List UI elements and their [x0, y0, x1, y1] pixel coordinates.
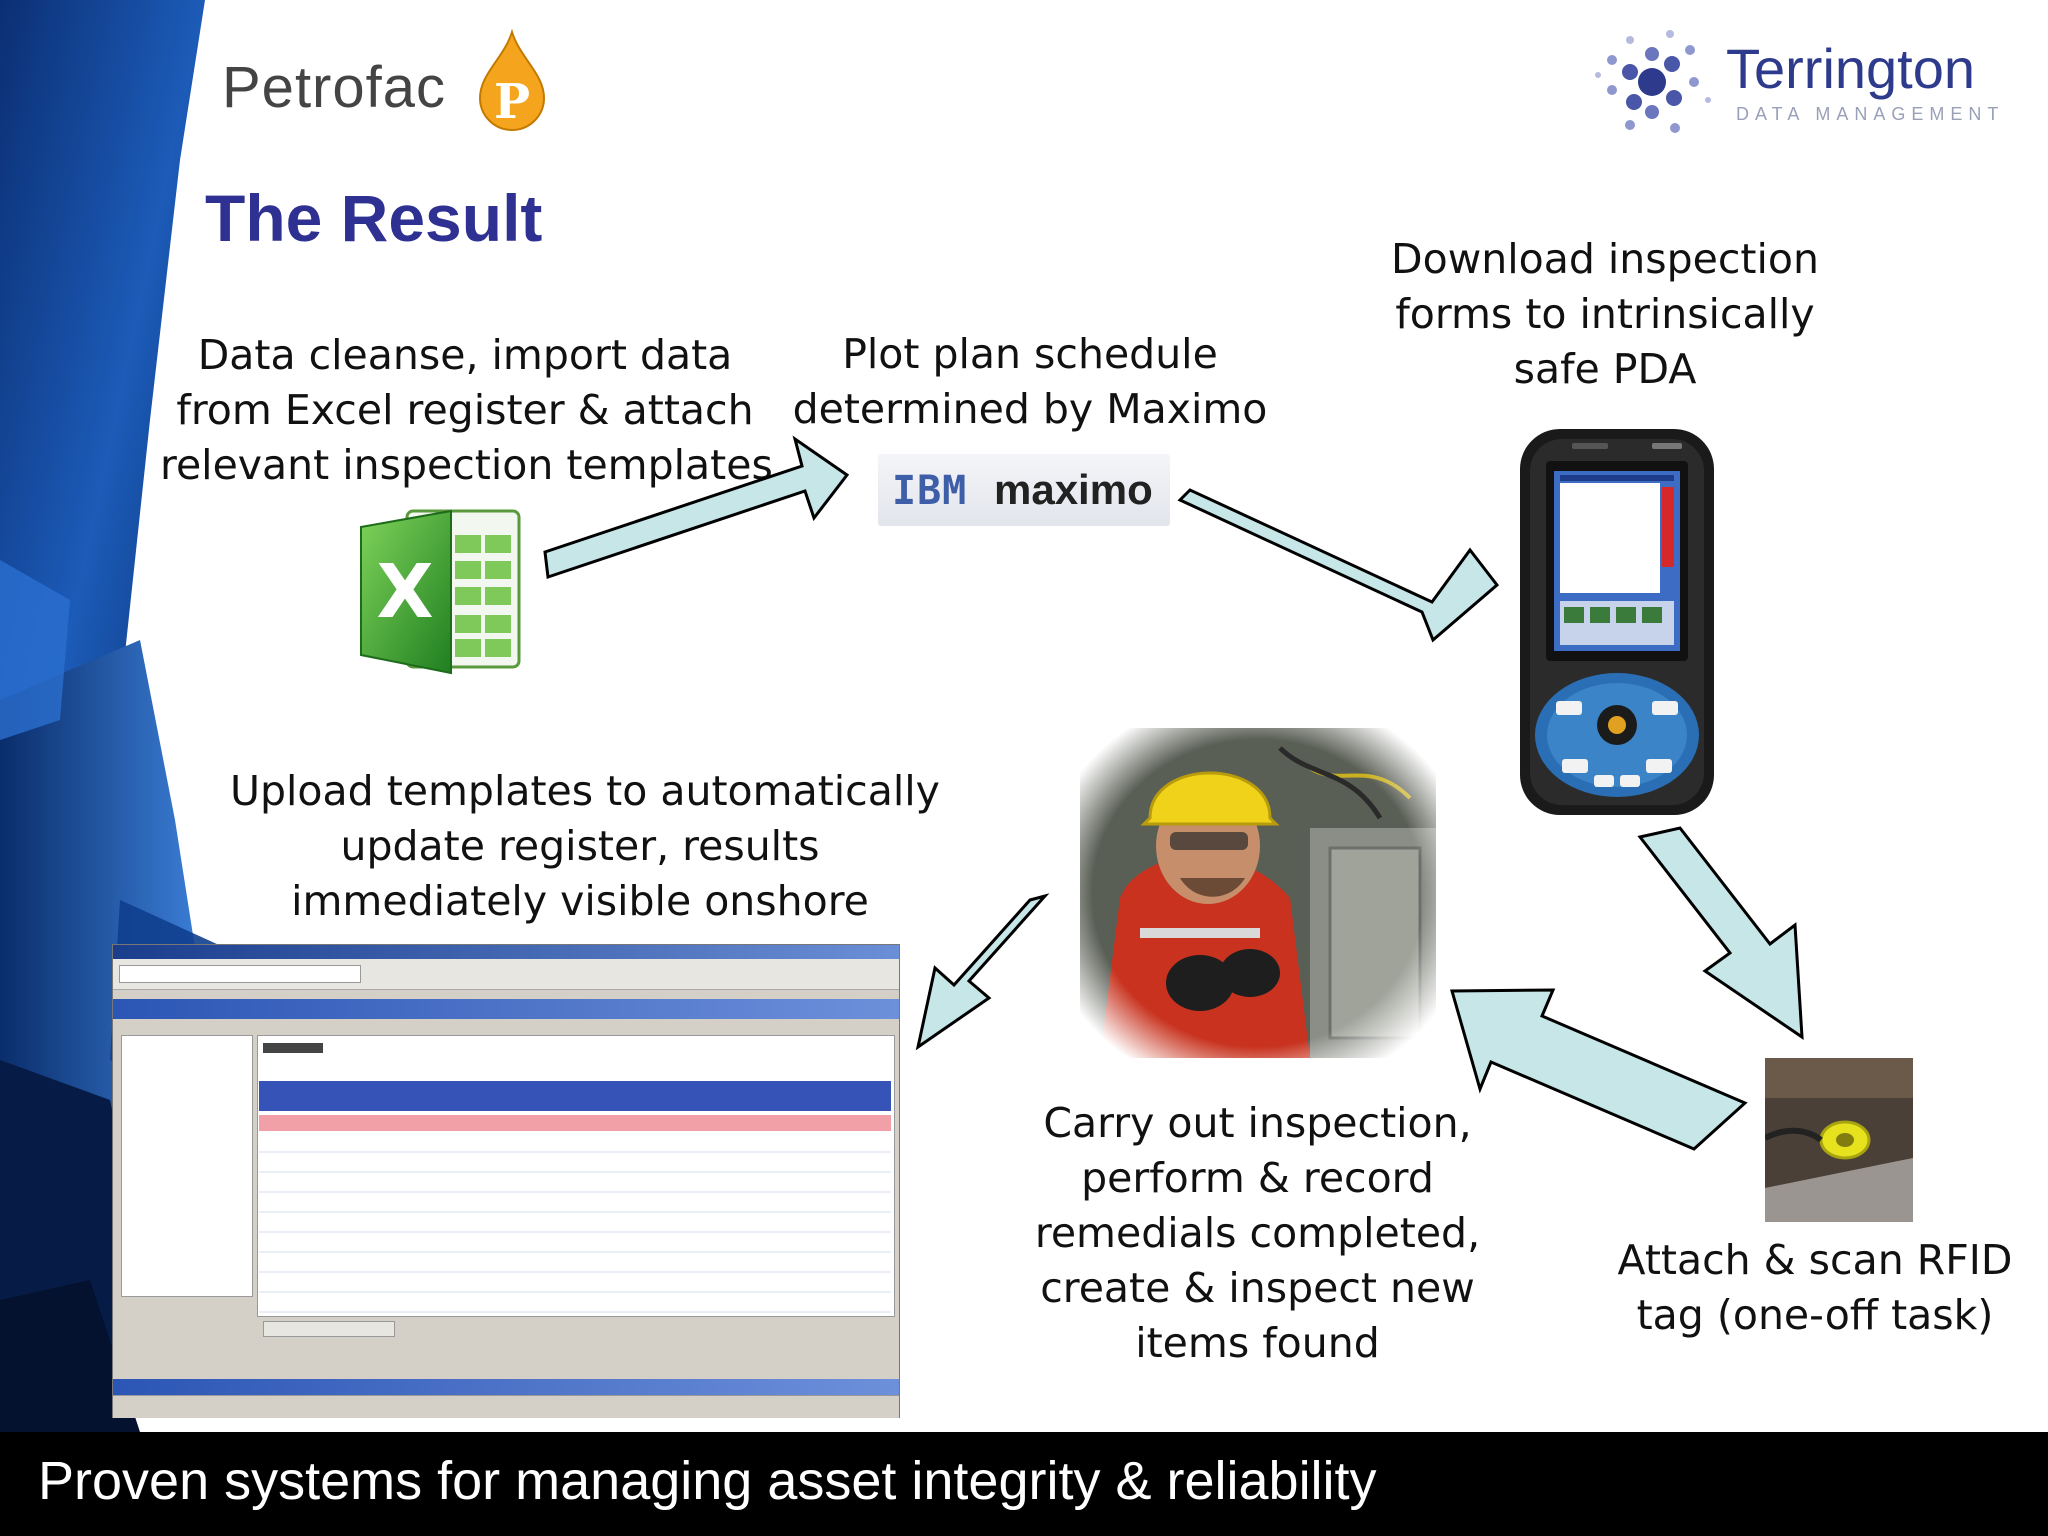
footer-tagline: Proven systems for managing asset integr…	[38, 1451, 1377, 1511]
inspector-photo	[1080, 728, 1436, 1058]
excel-icon: X	[360, 509, 521, 675]
terrington-tagline: DATA MANAGEMENT	[1736, 104, 2005, 124]
terrington-name: Terrington	[1726, 37, 1976, 100]
caption-schedule: Plot plan schedule determined by Maximo	[792, 330, 1268, 433]
arrow-excel-to-maximo	[543, 435, 850, 580]
footer-bar: Proven systems for managing asset integr…	[0, 1432, 2048, 1536]
terrington-dots-icon	[1595, 30, 1711, 133]
caption-upload: Upload templates to automatically update…	[230, 767, 940, 925]
pda-device-icon	[1520, 429, 1714, 815]
ibm-text: IBM	[892, 468, 968, 514]
rfid-tag-photo	[1765, 1058, 1913, 1222]
arrow-rfid-to-inspect	[1450, 988, 1748, 1151]
caption-rfid: Attach & scan RFID tag (one-off task)	[1617, 1236, 2013, 1339]
terrington-logo: Terrington DATA MANAGEMENT	[1590, 20, 2010, 150]
arrow-pda-to-rfid	[1637, 826, 1804, 1040]
caption-cleanse: Data cleanse, import data from Excel reg…	[160, 331, 773, 489]
caption-download: Download inspection forms to intrinsical…	[1391, 235, 1819, 393]
petrofac-drop-icon: P	[478, 28, 546, 131]
petrofac-logo: Petrofac P	[222, 28, 552, 131]
maximo-logo: IBM maximo	[878, 454, 1170, 526]
svg-text:P: P	[494, 74, 530, 130]
register-screenshot	[112, 944, 900, 1418]
slide-title: The Result	[205, 181, 543, 255]
petrofac-name: Petrofac	[222, 55, 446, 120]
arrow-inspect-to-upload	[915, 893, 1050, 1051]
svg-text:X: X	[376, 549, 433, 635]
arrow-maximo-to-pda	[1177, 488, 1500, 643]
caption-inspect: Carry out inspection, perform & record r…	[1034, 1099, 1481, 1367]
maximo-text: maximo	[994, 466, 1153, 513]
